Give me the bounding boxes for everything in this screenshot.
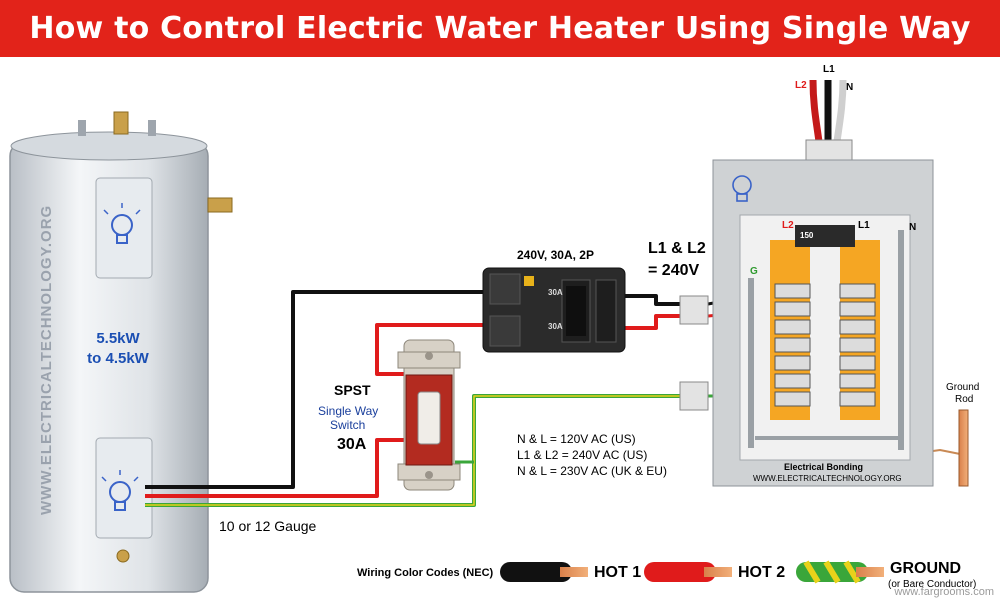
lightbulb-icon [103,203,141,244]
ground-rod-label-line1: Ground [946,382,980,393]
panel-l2-label: L2 [782,220,794,231]
switch-name-line2: Switch [330,418,366,432]
legend-ground: GROUND [890,560,962,577]
switch-name-line1: Single Way [318,404,379,418]
heater-power: 5.5kW [96,330,140,347]
top-l2-label: L2 [795,80,807,91]
panel-n-label: N [909,222,917,233]
panel-website: WWW.ELECTRICALTECHNOLOGY.ORG [753,474,902,483]
double-pole-breaker [482,267,626,353]
water-heater [9,111,233,593]
switch-rating: 30A [337,436,367,453]
ground-rod-label-line2: Rod [955,394,974,405]
top-n-label: N [846,82,854,93]
breaker-rating: 240V, 30A, 2P [517,248,594,262]
supply-l1l2-label: L1 & L2 [648,240,706,257]
breaker-rows [774,283,876,407]
watermark: www.fargrooms.com [894,586,994,598]
gauge-label: 10 or 12 Gauge [219,518,317,534]
panel-g-label: G [750,266,758,277]
legend-hot1: HOT 1 [594,564,642,581]
spst-switch [397,339,461,491]
top-l1-label: L1 [823,64,835,75]
panel-l1-label: L1 [858,220,870,231]
bonding-label: Electrical Bonding [784,462,864,472]
page-title: How to Control Electric Water Heater Usi… [0,0,1000,103]
switch-type: SPST [334,382,371,398]
voltage-line: N & L = 230V AC (UK & EU) [517,464,667,478]
wiring-diagram [9,79,969,593]
lightbulb-icon [732,175,752,202]
voltage-line: N & L = 120V AC (US) [517,432,636,446]
legend-title: Wiring Color Codes (NEC) [357,567,494,579]
supply-voltage-label: = 240V [648,262,700,279]
ground-rod [958,409,969,487]
breaker-panel [712,159,934,487]
lightbulb-icon [101,470,139,511]
breaker-pole-label: 30A [548,288,563,297]
breaker-pole-label: 30A [548,322,563,331]
voltage-line: L1 & L2 = 240V AC (US) [517,448,648,462]
legend-hot2: HOT 2 [738,564,786,581]
legend-wires [500,560,884,584]
main-breaker-label: 150 [800,231,814,240]
heater-power-range: to 4.5kW [87,350,149,367]
legend-ground-sub: (or Bare Conductor) [888,579,977,590]
